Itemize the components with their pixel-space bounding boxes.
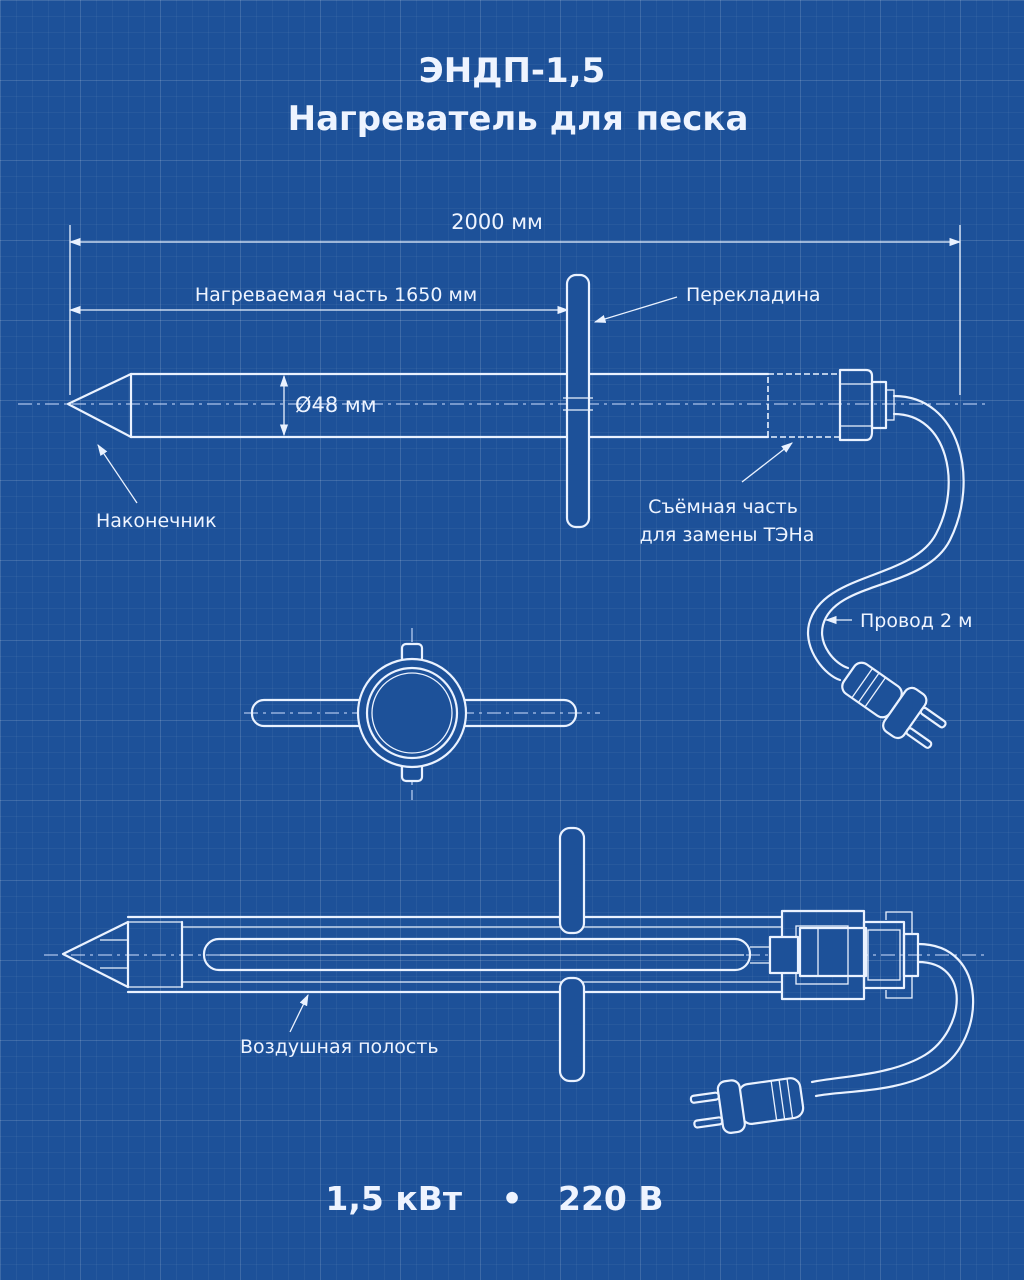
crossbar-label: Перекладина <box>686 284 821 306</box>
plug-top <box>841 661 947 749</box>
end-view <box>244 628 600 800</box>
section-crossbar-lower <box>558 976 586 1083</box>
power-cable <box>821 394 965 670</box>
end-view-bore <box>371 672 453 754</box>
section-cable <box>814 942 975 1098</box>
model-title: ЭНДП-1,5 <box>419 51 606 91</box>
power-spec: 1,5 кВт <box>325 1179 462 1218</box>
product-subtitle: Нагреватель для песка <box>288 99 749 139</box>
gland-fitting <box>870 380 888 430</box>
section-view: Воздушная полость <box>44 826 985 1134</box>
specs-line: 1,5 кВт • 220 В <box>325 1179 663 1218</box>
side-view: 2000 мм Нагреваемая часть 1650 мм Ø48 мм <box>18 210 990 749</box>
heating-element <box>202 937 752 972</box>
gland-nut <box>838 368 874 442</box>
removable-label-line1: Съёмная часть <box>648 496 798 518</box>
air-cavity-leader <box>289 993 309 1033</box>
diameter-label: Ø48 мм <box>295 393 377 417</box>
voltage-spec: 220 В <box>558 1179 664 1218</box>
heated-part-label: Нагреваемая часть 1650 мм <box>195 284 477 306</box>
tip-label: Наконечник <box>96 510 217 532</box>
tip-leader <box>97 444 138 504</box>
removable-section <box>767 373 841 438</box>
section-terminal-block <box>798 926 868 978</box>
tip-cone <box>66 372 133 439</box>
crossbar-leader <box>593 296 678 323</box>
removable-leader <box>741 442 793 483</box>
cable-label: Провод 2 м <box>860 610 972 632</box>
crossbar <box>565 273 591 529</box>
removable-label-line2: для замены ТЭНа <box>640 524 815 546</box>
section-crossbar-upper <box>558 826 586 935</box>
total-length-label: 2000 мм <box>451 210 543 234</box>
plug-bottom <box>689 1077 805 1134</box>
section-tip <box>61 920 130 989</box>
end-view-outer-ring <box>356 657 468 769</box>
spec-separator: • <box>501 1179 522 1218</box>
air-cavity-label: Воздушная полость <box>240 1036 439 1058</box>
